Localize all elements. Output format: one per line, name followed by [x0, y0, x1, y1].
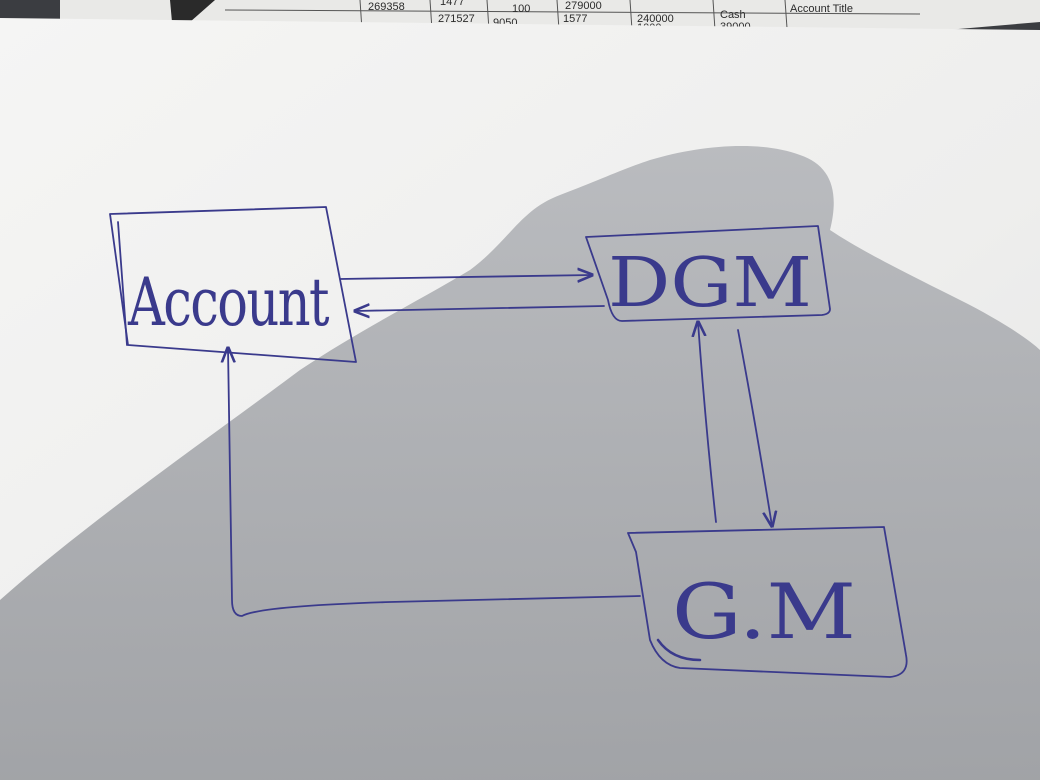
arrow-gm-to-account [228, 348, 641, 617]
account-box [109, 206, 357, 363]
dgm-box [585, 225, 831, 322]
sheet-cell-3: 100 [512, 3, 530, 15]
dgm-label: DGM [608, 244, 812, 323]
account-label: Account [127, 264, 329, 341]
arrow-gm-to-dgm [698, 322, 717, 523]
sheet-cell-7: 240000 [637, 13, 674, 25]
gm-box [627, 526, 908, 678]
sheet-cell-2: 271527 [438, 13, 475, 25]
arrow-dgm-to-gm [737, 329, 772, 526]
sheet-cell-10: 1477 [440, 0, 464, 8]
sheet-cell-1: 269358 [368, 1, 405, 13]
sheet-cell-5: 279000 [565, 0, 602, 12]
sheet-cell-9: Account Title [790, 3, 853, 15]
arrow-dgm-to-account [355, 306, 605, 311]
camera-shadow [0, 145, 1040, 780]
arrow-account-to-dgm [339, 275, 592, 279]
sheet-cell-6: 1577 [563, 13, 587, 25]
flow-diagram [109, 206, 908, 678]
account-box-inner-edge [117, 221, 128, 346]
gm-box-scribble [656, 638, 702, 662]
gm-label: G.M [672, 567, 856, 656]
sheet-cell-8: Cash [720, 9, 746, 21]
